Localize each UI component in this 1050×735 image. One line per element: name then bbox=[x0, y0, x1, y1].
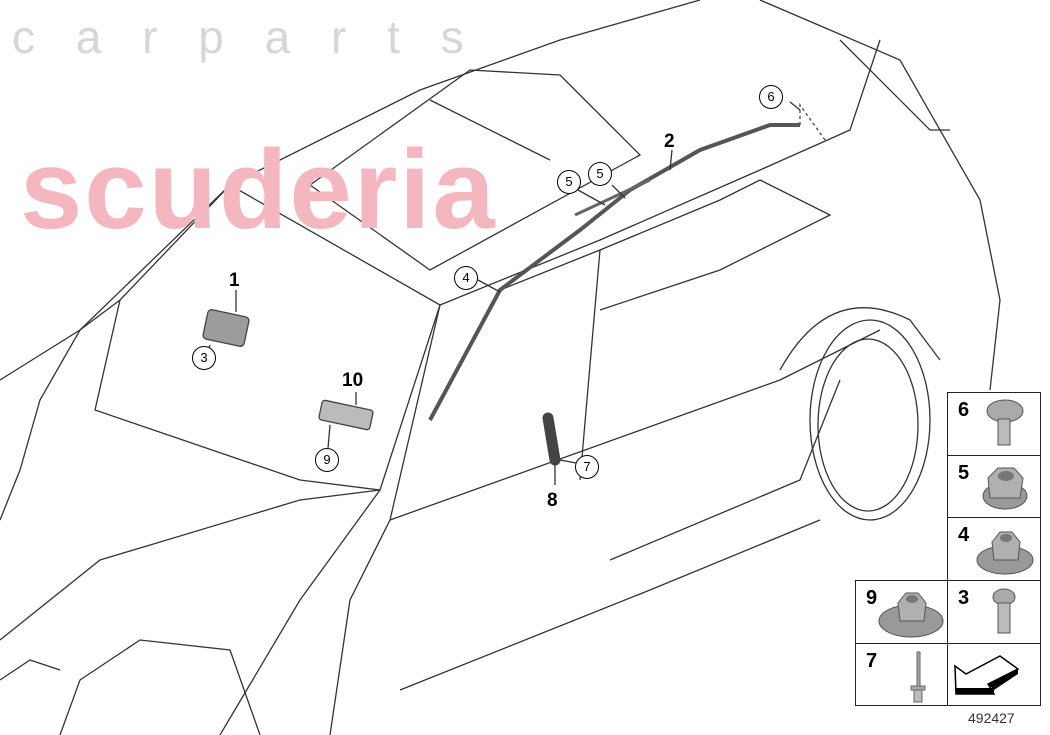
watermark-sub: c a r p a r t s bbox=[12, 11, 478, 63]
part-number: 9 bbox=[866, 587, 878, 609]
part-number: 5 bbox=[958, 462, 970, 484]
part-number: 7 bbox=[866, 650, 878, 672]
callout-1[interactable]: 1 bbox=[229, 270, 240, 291]
part-cell-5[interactable]: 5 bbox=[947, 455, 1041, 518]
wide-flange-nut-icon bbox=[878, 592, 944, 638]
direction-arrow-icon bbox=[954, 655, 1020, 695]
torx-screw-icon bbox=[986, 399, 1024, 446]
hex-nut-icon bbox=[982, 467, 1028, 510]
callout-7[interactable]: 7 bbox=[575, 455, 599, 479]
part-cell-3[interactable]: 3 bbox=[947, 580, 1041, 644]
part-number: 6 bbox=[958, 399, 970, 421]
flange-nut-icon bbox=[976, 531, 1034, 575]
watermark-brand: scuderia bbox=[20, 127, 497, 252]
view-direction-cell bbox=[947, 643, 1041, 706]
part-cell-9[interactable]: 9 bbox=[855, 580, 948, 644]
part-number: 4 bbox=[958, 524, 970, 546]
callout-10[interactable]: 10 bbox=[342, 370, 364, 391]
callout-9[interactable]: 9 bbox=[315, 448, 339, 472]
callout-6[interactable]: 6 bbox=[759, 85, 783, 109]
callout-4[interactable]: 4 bbox=[454, 266, 478, 290]
part-cell-7[interactable]: 7 bbox=[855, 643, 948, 706]
rivet-icon bbox=[910, 651, 926, 703]
part-number: 3 bbox=[958, 587, 970, 609]
callout-2[interactable]: 2 bbox=[664, 131, 675, 152]
part-cell-6[interactable]: 6 bbox=[947, 392, 1041, 456]
diagram-number: 492427 bbox=[968, 710, 1015, 726]
callout-3[interactable]: 3 bbox=[192, 346, 216, 370]
callout-5a[interactable]: 5 bbox=[557, 170, 581, 194]
small-screw-icon bbox=[992, 588, 1016, 634]
callout-8[interactable]: 8 bbox=[547, 490, 558, 511]
part-cell-4[interactable]: 4 bbox=[947, 517, 1041, 581]
callout-5b[interactable]: 5 bbox=[588, 162, 612, 186]
